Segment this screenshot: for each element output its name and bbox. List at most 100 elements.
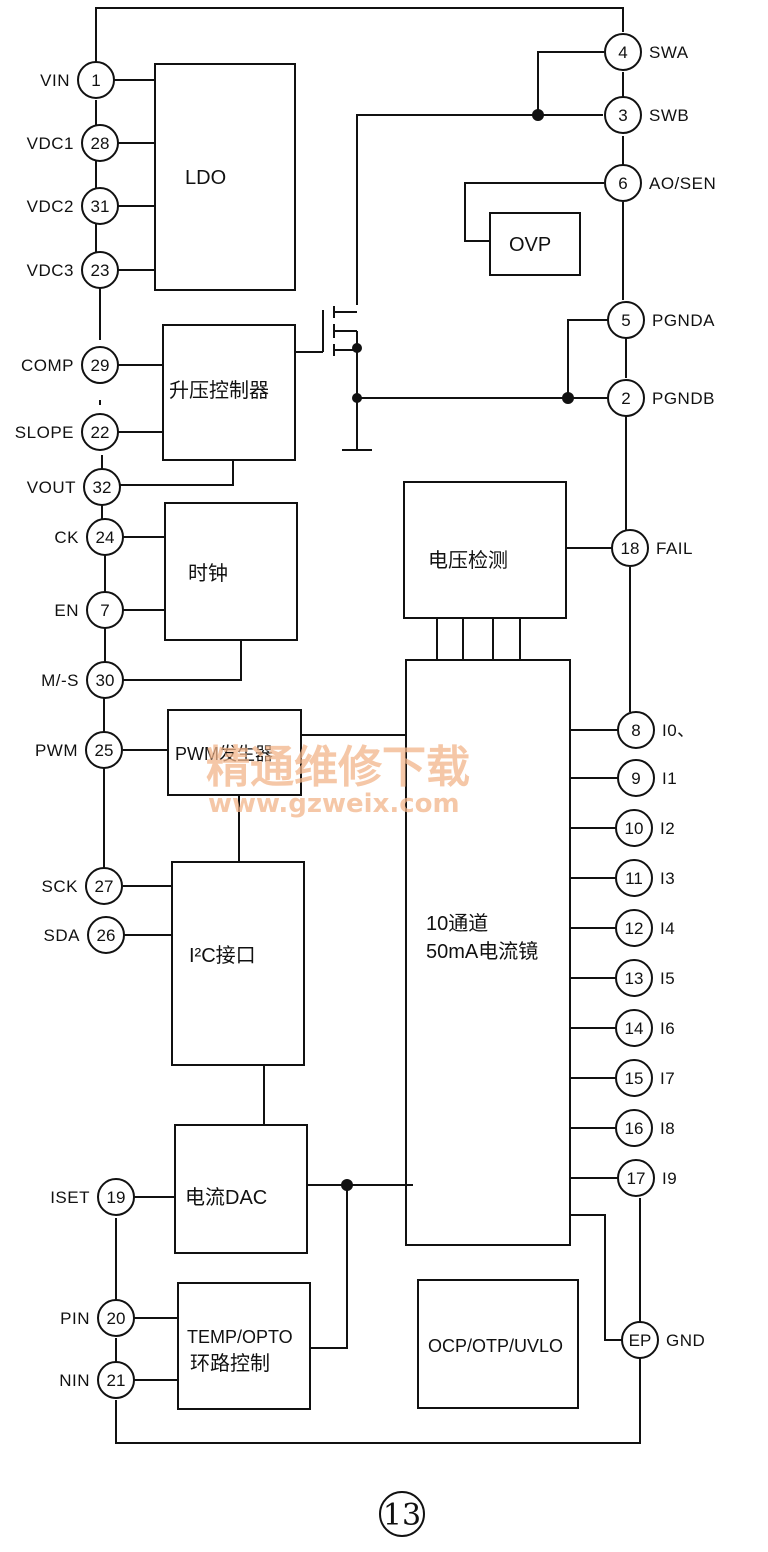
pin-circle (83, 468, 121, 506)
pin-left-9: 30M/-S (41, 661, 124, 699)
pin-circle (615, 1059, 653, 1097)
pin-number: 25 (95, 741, 114, 760)
pin-label: NIN (59, 1371, 90, 1390)
pwm-generator-block: PWM发生器 (167, 709, 302, 796)
pin-number: 27 (95, 877, 114, 896)
pin-circle (81, 124, 119, 162)
pin-number: 6 (618, 174, 627, 193)
pin-number: 11 (625, 869, 643, 888)
pin-label: VOUT (27, 478, 76, 497)
current-dac-label: 电流DAC (185, 1186, 267, 1209)
pin-label: I8 (660, 1119, 675, 1138)
pin-number: 1 (91, 71, 100, 90)
ldo-label: LDO (185, 167, 226, 189)
pin-circle (81, 346, 119, 384)
pin-circle (611, 529, 649, 567)
pin-circle (615, 959, 653, 997)
pin-circle (81, 251, 119, 289)
pin-circle (87, 916, 125, 954)
voltage-detect-label: 电压检测 (428, 549, 508, 572)
pin-label: I1 (662, 769, 677, 788)
pin-circle (607, 301, 645, 339)
clock-label: 时钟 (188, 562, 228, 585)
pin-left-3: 23 VDC3 (27, 251, 119, 289)
pin-label: I4 (660, 919, 675, 938)
pin-number: 24 (96, 528, 115, 547)
pin-circle (81, 413, 119, 451)
pin-label: SWA (649, 43, 689, 62)
pin-label: VIN (40, 71, 70, 90)
pin-label: PGNDB (652, 389, 715, 408)
pin-left-2: 31 VDC2 (27, 187, 119, 225)
pin-circle (86, 591, 124, 629)
pin-number: 31 (91, 197, 110, 216)
pin-right-2: 6 AO/SEN (604, 164, 716, 202)
pin-label: I7 (660, 1069, 675, 1088)
pin-label: I9 (662, 1169, 677, 1188)
pin-label: I0、 (662, 721, 695, 740)
pin-label: I5 (660, 969, 675, 988)
pin-circle (621, 1321, 659, 1359)
watermark: 精通维修下载 www.gzweix.com (206, 742, 470, 819)
pin-label: VDC1 (27, 134, 74, 153)
pin-left-8: 7EN (54, 591, 124, 629)
pin-label: VDC2 (27, 197, 74, 216)
pin-right-7: 9 I1 (617, 759, 677, 797)
pin-label: GND (666, 1331, 705, 1350)
ovp-block: OVP (489, 212, 581, 276)
pin-number: 10 (625, 819, 644, 838)
pin-label: COMP (21, 356, 74, 375)
pin-number: 20 (107, 1309, 126, 1328)
pin-label: I6 (660, 1019, 675, 1038)
pin-number: EP (629, 1331, 652, 1350)
clock-block: 时钟 (164, 502, 298, 641)
boost-controller-label: 升压控制器 (169, 379, 269, 402)
temp-opto-label-1: TEMP/OPTO (187, 1327, 293, 1347)
pin-number: 4 (618, 43, 627, 62)
pin-circle (615, 859, 653, 897)
pin-circle (617, 1159, 655, 1197)
pin-number: 23 (91, 261, 110, 280)
current-mirror-block: 10通道 50mA电流镜 (405, 659, 571, 1246)
pin-circle (607, 379, 645, 417)
pin-right-0: 4 SWA (604, 33, 689, 71)
pin-left-4: 29 COMP (21, 346, 119, 384)
pin-number: 9 (631, 769, 640, 788)
pin-circle (86, 661, 124, 699)
pin-number: 29 (91, 356, 110, 375)
figure-number-text: 13 (383, 1498, 421, 1533)
pwm-generator-label: PWM发生器 (175, 744, 273, 764)
pin-label: EN (54, 601, 79, 620)
pin-right-15: 17 I9 (617, 1159, 677, 1197)
i2c-interface-label: I²C接口 (189, 944, 256, 967)
ovp-label: OVP (509, 234, 551, 256)
boost-controller-block: 升压控制器 (162, 324, 296, 461)
pin-number: 17 (627, 1169, 646, 1188)
protection-block: OCP/OTP/UVLO (417, 1279, 579, 1409)
pin-label: VDC3 (27, 261, 74, 280)
pin-circle (615, 1009, 653, 1047)
pin-number: 18 (621, 539, 640, 558)
i2c-interface-block: I²C接口 (171, 861, 305, 1066)
pin-number: 5 (621, 311, 630, 330)
pin-label: SWB (649, 106, 689, 125)
pin-right-16: EP GND (621, 1321, 705, 1359)
pin-label: AO/SEN (649, 174, 716, 193)
